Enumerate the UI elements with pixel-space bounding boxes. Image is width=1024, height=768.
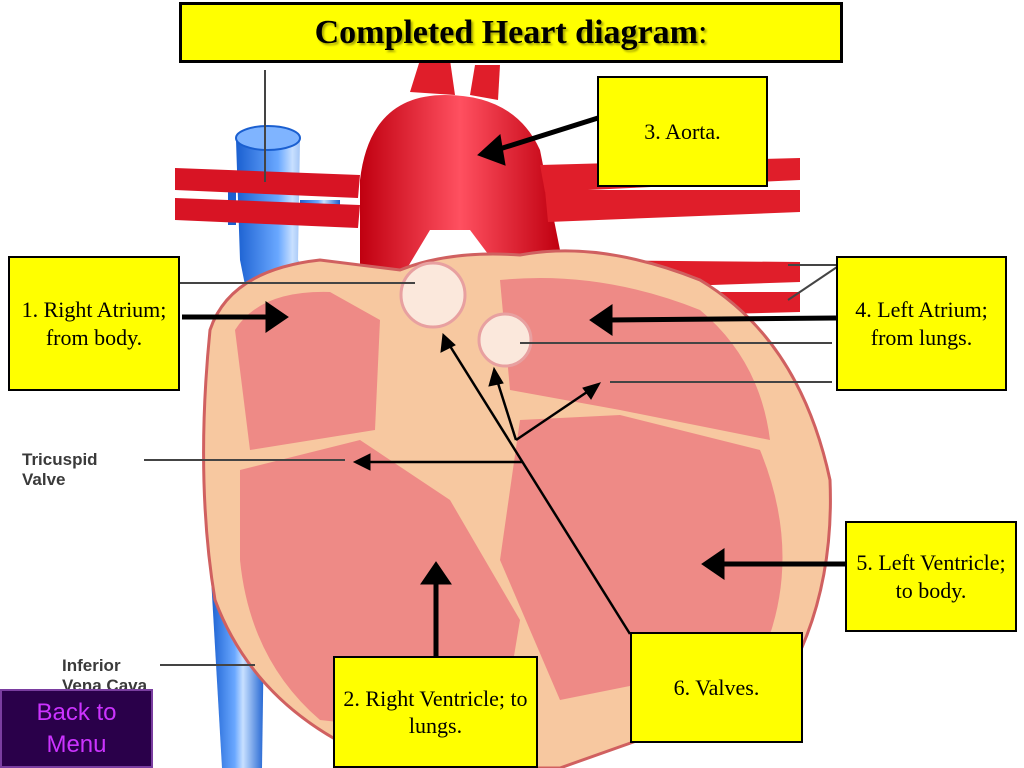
label-left-atrium-text: 4. Left Atrium; from lungs. bbox=[855, 297, 988, 350]
svg-text:Tricuspid: Tricuspid bbox=[22, 450, 98, 469]
label-left-atrium: 4. Left Atrium; from lungs. bbox=[836, 256, 1007, 391]
label-right-ventricle-text: 2. Right Ventricle; to lungs. bbox=[343, 685, 528, 739]
label-aorta: 3. Aorta. bbox=[597, 76, 768, 187]
label-right-atrium: 1. Right Atrium; from body. bbox=[8, 256, 180, 391]
svg-text:Valve: Valve bbox=[22, 470, 66, 489]
label-valves-text: 6. Valves. bbox=[673, 674, 760, 700]
leader-lines bbox=[144, 70, 841, 666]
back-to-menu-label: Back to Menu bbox=[36, 699, 117, 758]
back-to-menu-button[interactable]: Back to Menu bbox=[0, 689, 153, 768]
label-left-ventricle: 5. Left Ventricle; to body. bbox=[845, 521, 1017, 632]
label-valves: 6. Valves. bbox=[630, 632, 803, 743]
page-title: Completed Heart diagram: bbox=[314, 13, 708, 51]
title-banner: Completed Heart diagram: bbox=[179, 2, 843, 63]
label-right-atrium-text: 1. Right Atrium; from body. bbox=[21, 297, 167, 350]
svg-text:Inferior: Inferior bbox=[62, 656, 121, 675]
label-aorta-text: 3. Aorta. bbox=[644, 118, 721, 144]
label-left-ventricle-text: 5. Left Ventricle; to body. bbox=[856, 550, 1006, 603]
tricuspid-valve-label: Tricuspid Valve bbox=[22, 450, 98, 489]
pointer-arrows bbox=[182, 115, 845, 656]
label-right-ventricle: 2. Right Ventricle; to lungs. bbox=[333, 656, 538, 768]
